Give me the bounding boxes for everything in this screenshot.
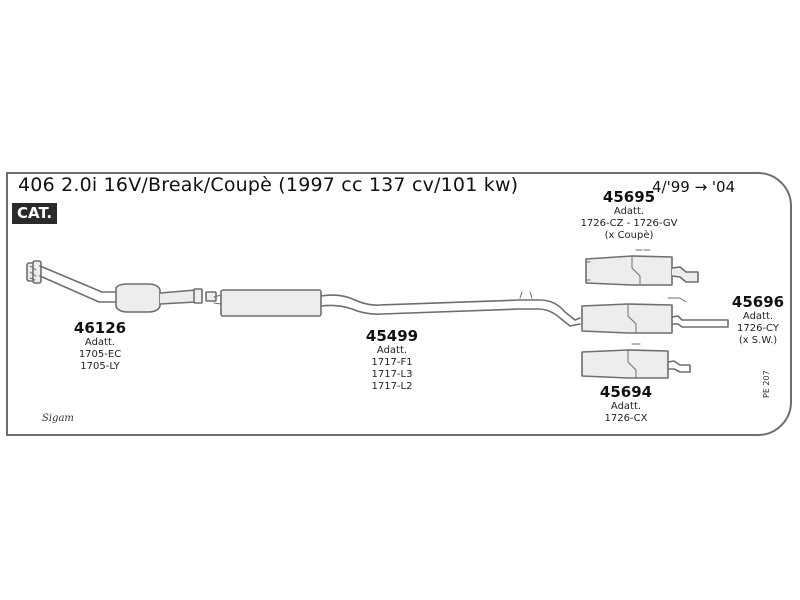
brand-logo: Sigam: [42, 413, 74, 424]
vehicle-title: 406 2.0i 16V/Break/Coupè (1997 cc 137 cv…: [18, 174, 519, 196]
part-code-46126-2: 1705-LY: [80, 361, 120, 372]
diagram-frame: [6, 172, 792, 436]
part-code-45695-2: (x Coupè): [604, 230, 654, 241]
part-code-45499-2: 1717-L3: [371, 369, 413, 380]
page-code: PE 207: [762, 370, 771, 398]
part-number-45695: 45695: [602, 188, 656, 206]
downpipe: [39, 265, 117, 303]
part-number-45694: 45694: [599, 383, 653, 401]
part-label-45695: Adatt.: [613, 206, 645, 217]
part-number-46126: 46126: [73, 319, 127, 337]
part-number-45499: 45499: [365, 327, 419, 345]
part-code-45694-1: 1726-CX: [604, 413, 648, 424]
front-flange: [26, 260, 42, 284]
part-label-45694: Adatt.: [610, 401, 642, 412]
part-label-45696: Adatt.: [742, 311, 774, 322]
part-code-46126-1: 1705-EC: [78, 349, 122, 360]
rear-silencer-45694: [581, 343, 691, 379]
part-code-45696-2: (x S.W.): [738, 335, 778, 346]
part-code-45695-1: 1726-CZ - 1726-GV: [580, 218, 678, 229]
rear-silencer-45695: [585, 249, 699, 286]
date-range: 4/'99 → '04: [652, 178, 736, 196]
catalyst-46126: [115, 283, 203, 313]
part-number-45696: 45696: [731, 293, 785, 311]
part-label-46126: Adatt.: [84, 337, 116, 348]
cat-badge: CAT.: [12, 203, 58, 224]
part-code-45499-3: 1717-L2: [371, 381, 413, 392]
part-code-45696-1: 1726-CY: [737, 323, 779, 334]
middle-silencer-45499: [213, 289, 581, 327]
part-label-45499: Adatt.: [376, 345, 408, 356]
rear-silencer-45696: [581, 297, 729, 334]
part-code-45499-1: 1717-F1: [371, 357, 413, 368]
